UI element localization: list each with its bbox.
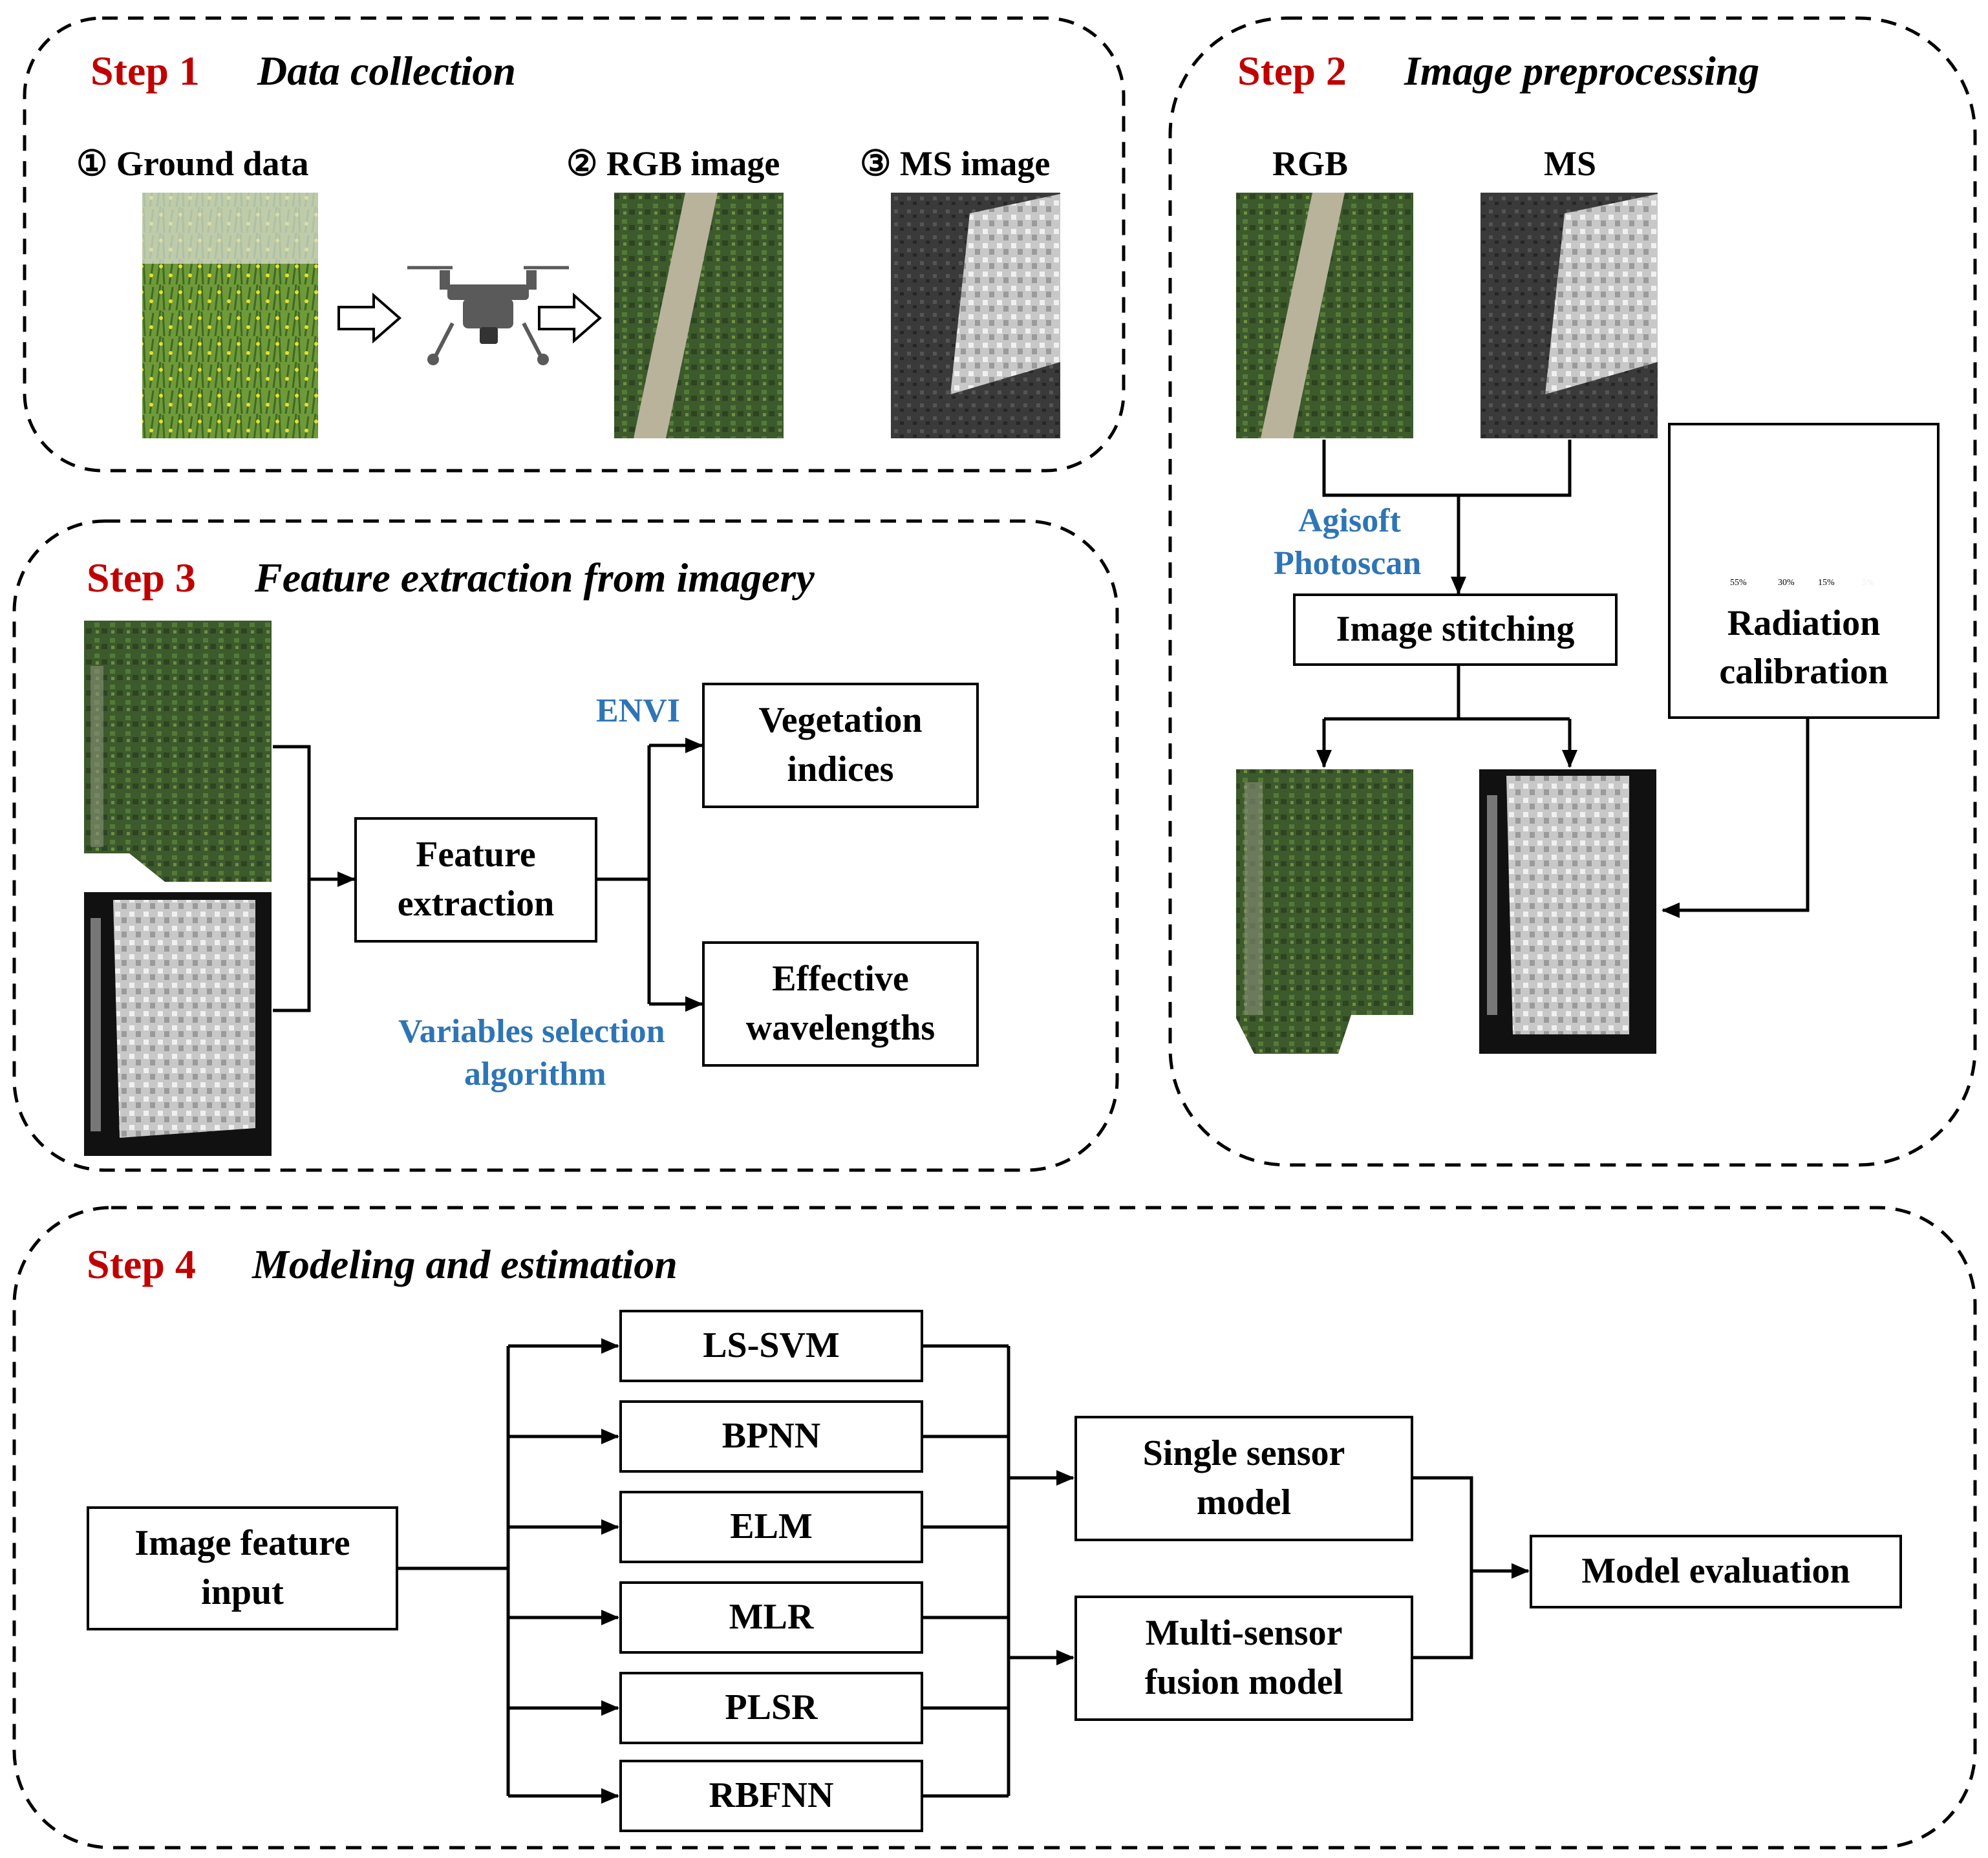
feature-extraction-line2: extraction: [397, 884, 555, 924]
hollow-arrow-1: [337, 292, 402, 344]
multi-sensor-line1: Multi-sensor: [1145, 1613, 1343, 1654]
model-box-plsr: PLSR: [619, 1672, 923, 1744]
ground-data-label: ① Ground data: [76, 144, 309, 183]
model-box-lssvm: LS-SVM: [619, 1310, 923, 1382]
single-sensor-line1: Single sensor: [1142, 1433, 1345, 1474]
single-sensor-line2: model: [1196, 1482, 1292, 1522]
single-sensor-model-box: Single sensor model: [1074, 1416, 1413, 1541]
radiation-calibration-line2: calibration: [1719, 652, 1888, 692]
model-box-mlr: MLR: [619, 1581, 923, 1654]
stitched-ms-mosaic: [1479, 769, 1656, 1054]
step2-rgb-image: [1236, 193, 1413, 438]
step2-ms-image: [1480, 193, 1658, 438]
envi-label: ENVI: [596, 692, 681, 729]
panel-label-2: 30%: [1778, 578, 1795, 588]
model-box-bpnn: BPNN: [619, 1400, 923, 1473]
ground-photo: [142, 193, 318, 438]
model-label-mlr: MLR: [729, 1597, 814, 1638]
multi-sensor-line2: fusion model: [1144, 1662, 1343, 1702]
hollow-arrow-2: [538, 292, 603, 344]
ms-uav-image: [891, 193, 1060, 438]
feature-extraction-line1: Feature: [416, 835, 536, 875]
vegetation-indices-line2: indices: [787, 749, 894, 789]
panel-label-4: 5%: [1862, 578, 1874, 588]
step3-panel: [12, 519, 1119, 1172]
model-label-rbfnn: RBFNN: [709, 1775, 834, 1816]
radiation-calibration-box: Radiation calibration: [1668, 423, 1940, 719]
multi-sensor-fusion-box: Multi-sensor fusion model: [1074, 1596, 1413, 1721]
model-label-bpnn: BPNN: [721, 1416, 821, 1457]
step3-number: Step 3: [87, 555, 196, 601]
model-box-elm: ELM: [619, 1491, 923, 1563]
model-evaluation-box: Model evaluation: [1530, 1535, 1902, 1608]
stitched-rgb-mosaic: [1236, 769, 1413, 1054]
connector-calibration-to-ms: [1662, 719, 1810, 918]
model-box-rbfnn: RBFNN: [619, 1760, 923, 1832]
panel-label-1: 55%: [1730, 578, 1747, 588]
variables-selection-line1: Variables selection: [398, 1013, 665, 1050]
step1-panel: [23, 16, 1126, 473]
ms-image-label: ③ MS image: [860, 144, 1051, 183]
vegetation-indices-line1: Vegetation: [758, 700, 923, 741]
feature-extraction-box: Feature extraction: [354, 817, 597, 943]
image-feature-input-line2: input: [201, 1572, 284, 1612]
step2-ms-label: MS: [1544, 144, 1596, 183]
image-stitching-label: Image stitching: [1336, 609, 1575, 650]
radiation-calibration-line1: Radiation: [1727, 603, 1881, 643]
effective-wavelengths-line1: Effective: [772, 959, 909, 999]
variables-selection-line2: algorithm: [464, 1056, 606, 1093]
step3-ms-mosaic: [84, 892, 272, 1156]
vegetation-indices-box: Vegetation indices: [702, 683, 979, 808]
step4-title: Modeling and estimation: [252, 1241, 678, 1287]
effective-wavelengths-box: Effective wavelengths: [702, 941, 979, 1067]
step2-panel: [1168, 16, 1977, 1167]
step2-rgb-label: RGB: [1272, 144, 1349, 183]
step3-title: Feature extraction from imagery: [255, 555, 815, 601]
model-evaluation-label: Model evaluation: [1581, 1551, 1850, 1592]
model-label-lssvm: LS-SVM: [703, 1325, 840, 1366]
step3-rgb-mosaic: [84, 621, 272, 882]
drone-icon: [407, 266, 569, 365]
software-agisoft: Agisoft: [1298, 502, 1401, 539]
image-stitching-box: Image stitching: [1293, 593, 1618, 666]
step2-number: Step 2: [1237, 48, 1347, 94]
effective-wavelengths-line2: wavelengths: [745, 1008, 935, 1048]
step1-number: Step 1: [91, 48, 200, 94]
model-label-plsr: PLSR: [725, 1687, 818, 1728]
step4-panel: [12, 1206, 1977, 1850]
step4-number: Step 4: [87, 1241, 196, 1287]
step2-title: Image preprocessing: [1404, 48, 1760, 94]
image-feature-input-box: Image feature input: [87, 1506, 398, 1630]
rgb-image-label: ② RGB image: [566, 144, 780, 183]
model-label-elm: ELM: [730, 1506, 813, 1547]
panel-label-3: 15%: [1818, 578, 1835, 588]
connector-single-to-eval: [1413, 1476, 1473, 1660]
connector-rgb-to-merge: [1322, 440, 1572, 497]
step1-title: Data collection: [257, 48, 516, 94]
connector-rgb-mosaic-to-feature: [273, 745, 311, 1012]
image-feature-input-line1: Image feature: [134, 1523, 350, 1564]
rgb-uav-image: [614, 193, 784, 438]
software-photoscan: Photoscan: [1274, 545, 1422, 582]
